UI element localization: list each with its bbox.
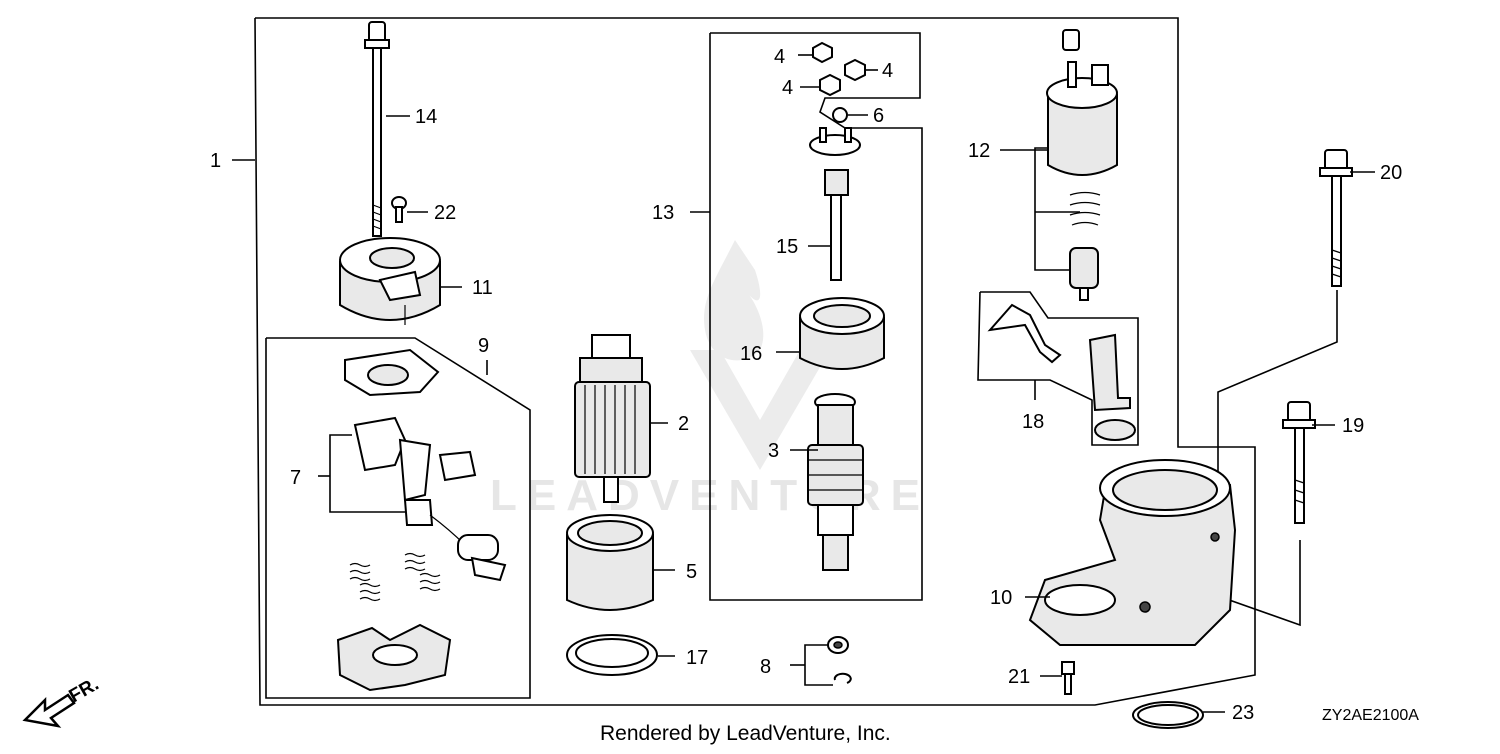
callout-15: 15 [776,236,798,258]
callout-23: 23 [1232,702,1254,724]
front-direction-arrow: FR. [22,674,103,728]
callout-14: 14 [415,106,437,128]
part-yoke-5 [566,514,654,611]
callout-12: 12 [968,140,990,162]
part-solenoid-12 [1046,29,1118,301]
callout-19: 19 [1342,415,1364,437]
callout-4b: 4 [882,60,893,82]
part-collar-8 [827,636,852,684]
callout-2: 2 [678,413,689,435]
part-brush-terminal-7 [353,416,507,582]
part-bolt-21 [1061,661,1075,695]
callout-8: 8 [760,656,771,678]
callout-13: 13 [652,202,674,224]
callout-16: 16 [740,343,762,365]
part-bolt-19 [1282,401,1316,524]
part-housing-10 [1028,459,1237,646]
callout-21: 21 [1008,666,1030,688]
part-ring-17 [566,634,658,676]
part-armature-2 [574,334,651,503]
part-ball-6 [832,107,848,123]
callout-7: 7 [290,467,301,489]
callout-17: 17 [686,647,708,669]
callout-4c: 4 [782,77,793,99]
brush-group-outline [265,337,531,699]
assembly-outline [232,17,1256,706]
callout-22: 22 [434,202,456,224]
callout-6: 6 [873,105,884,127]
part-brush-holder [336,623,452,692]
part-screw-22 [391,196,407,223]
part-lever-18 [987,303,1136,441]
footer-credit: Rendered by LeadVenture, Inc. [600,722,891,745]
diagram-code: ZY2AE2100A [1322,707,1419,724]
part-through-bolt-14 [364,21,390,237]
callout-10: 10 [990,587,1012,609]
part-o-ring-23 [1132,701,1204,729]
drive-group-outline [690,32,923,601]
callout-5: 5 [686,561,697,583]
callout-20: 20 [1380,162,1402,184]
callouts: 1 2 3 4 4 4 5 6 7 8 9 10 11 12 13 14 15 … [210,46,1402,724]
part-end-cover-11 [339,237,441,325]
callout-3: 3 [768,440,779,462]
part-nuts-4 [812,41,866,97]
solenoid-bracket [1034,147,1080,271]
callout-1: 1 [210,150,221,172]
part-bolt-20 [1319,149,1353,287]
part-shaft-15 [809,127,861,281]
callout-4a: 4 [774,46,785,68]
leader-lines [318,54,1375,713]
bolt-20-leader [1217,290,1338,540]
part-internal-gear-16 [799,297,885,370]
part-springs [349,552,441,602]
lever-group-outline [977,291,1139,446]
part-plate-9 [344,348,440,397]
callout-9: 9 [478,335,489,357]
callout-18: 18 [1022,411,1044,433]
callout-11: 11 [472,277,493,299]
part-clutch-3 [807,393,864,571]
